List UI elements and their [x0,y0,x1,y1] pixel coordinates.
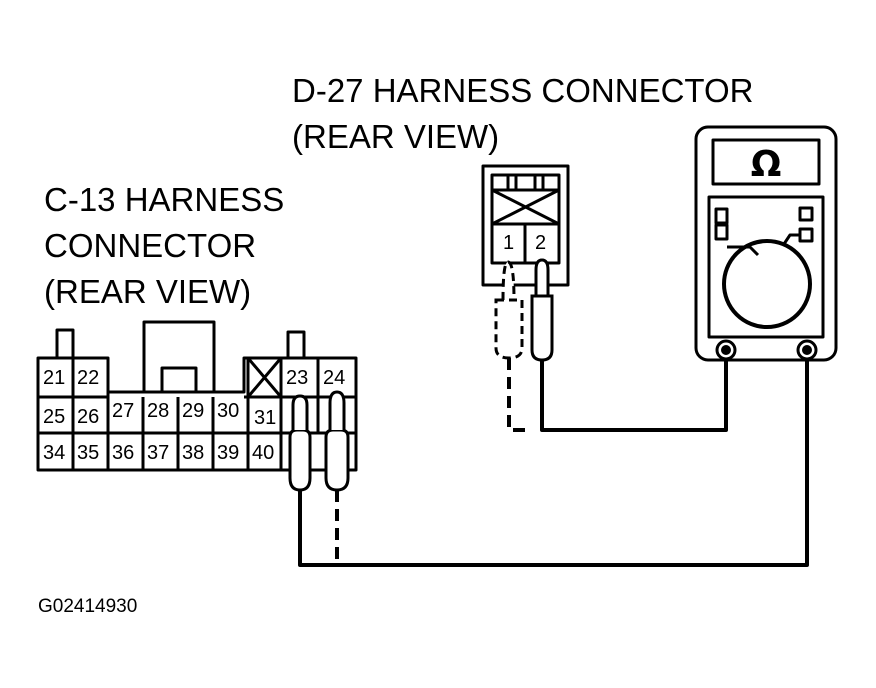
d27-outline [481,164,570,287]
d27-probe-solid [530,258,554,362]
c13-pin-40: 40 [252,442,274,464]
c13-probe-solid [288,394,312,492]
d27-connector [481,164,570,287]
d27-probe-dashed [494,260,524,360]
d27-pin-1: 1 [503,232,514,254]
c13-pin-37: 37 [147,442,169,464]
c13-pin-21: 21 [43,367,65,389]
ohmmeter-dial [722,239,812,329]
c13-pin-34: 34 [43,442,65,464]
c13-latch-right [286,330,306,360]
ohmmeter [694,125,838,362]
c13-pin-30: 30 [217,400,239,422]
c13-center-notch [160,366,198,394]
c13-pin-35: 35 [77,442,99,464]
c13-pin-labels: 21 22 23 24 25 26 27 28 29 30 31 32 34 3… [43,367,345,464]
d27-subtitle: (REAR VIEW) [292,118,499,155]
c13-pin-27: 27 [112,400,134,422]
c13-pin-22: 22 [77,367,99,389]
c13-pin-28: 28 [147,400,169,422]
ohm-symbol-icon: Ω [751,144,782,185]
ohmmeter-display [711,138,821,186]
c13-latch-left [55,328,75,360]
c13-subtitle: (REAR VIEW) [44,273,251,310]
c13-pin-39: 39 [217,442,239,464]
c13-title-line2: CONNECTOR [44,227,256,264]
c13-pin-38: 38 [182,442,204,464]
ohmmeter-panel [707,195,825,339]
d27-pin-2: 2 [535,232,546,254]
c13-pin-31: 31 [254,407,276,429]
wire-d27-pin1-dashed [507,358,530,432]
c13-pin-23: 23 [286,367,308,389]
c13-pin-25: 25 [43,406,65,428]
d27-title: D-27 HARNESS CONNECTOR [292,72,753,109]
c13-center-housing [142,320,216,392]
c13-pin-29: 29 [182,400,204,422]
wire-d27-pin2-to-meter [540,359,728,432]
figure-id: G02414930 [38,596,137,617]
wire-c13-to-meter [298,359,809,567]
c13-pin-36: 36 [112,442,134,464]
c13-pin-24: 24 [323,367,345,389]
c13-pin-26: 26 [77,406,99,428]
wires [298,358,809,567]
c13-probe-dashed [324,390,350,492]
ohmmeter-body [694,125,838,362]
c13-title-line1: C-13 HARNESS [44,181,284,218]
